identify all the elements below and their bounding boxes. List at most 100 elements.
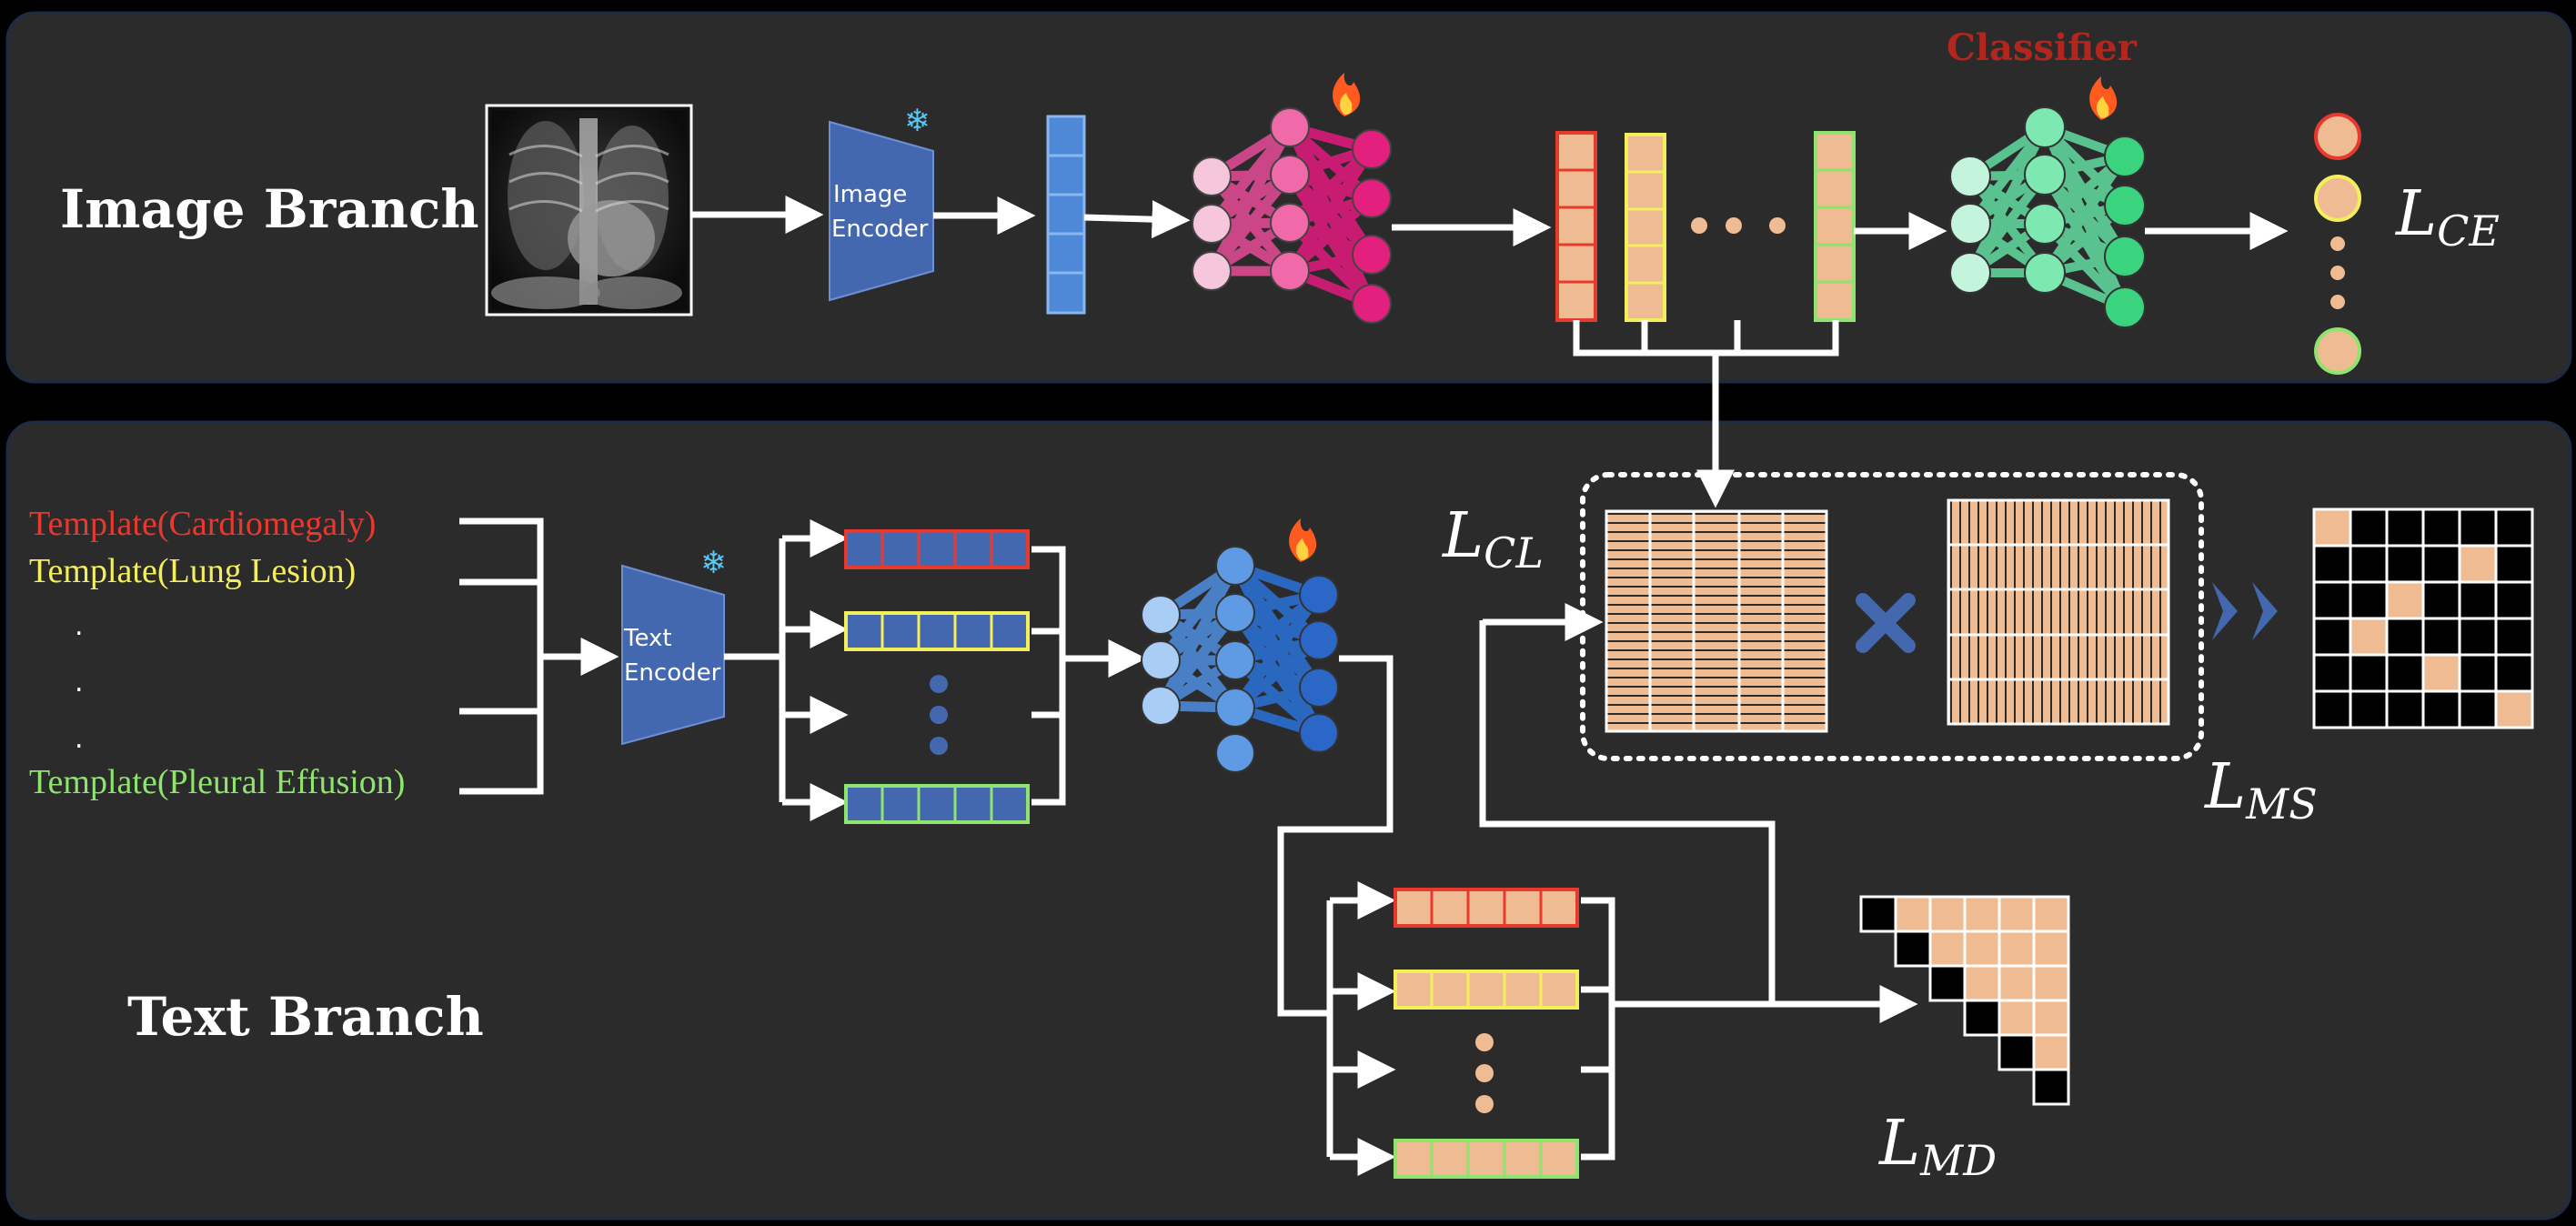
template-lung-lesion: Template(Lung Lesion) [29,552,356,590]
matrix-cell [1997,895,2036,933]
chevron-right-icon [2212,582,2278,640]
distance-matrix [1859,895,2070,1106]
snowflake-icon: ❄ [700,545,727,581]
matrix-cell [2494,580,2534,620]
fire-icon [2089,76,2118,120]
matrix-cell [1963,895,2001,933]
matrix-cell [2458,617,2498,657]
image-encoder [829,120,934,302]
matrix-cell [2032,1033,2070,1071]
image-branch-title: Image Branch [60,178,479,240]
text-branch-panel [5,420,2572,1221]
matrix-cell [1894,930,1932,968]
matrix-cell [2458,653,2498,693]
template-pleural-effusion: Template(Pleural Effusion) [29,763,405,801]
matrix-cell [1997,999,2036,1037]
matrix-cell [2421,689,2461,729]
loss-cl: LCL [1441,500,1544,578]
svg-text:.: . [75,723,84,755]
matrix-cell [1997,964,2036,1002]
matrix-cell [2312,544,2352,584]
matrix-cell [1859,895,1897,933]
matrix-cell [1963,999,2001,1037]
projected-embedding-green [1394,1139,1579,1179]
class-feature-yellow [1625,133,1666,322]
matrix-cell [2349,507,2389,548]
text-encoder-label-line1: Text [623,625,672,652]
matrix-cell [2458,580,2498,620]
matrix-cell [1928,964,1967,1002]
matrix-cell [2494,544,2534,584]
matrix-cell [2421,653,2461,693]
svg-text:.: . [75,667,84,698]
fire-icon [1289,518,1317,562]
classifier-network [1949,106,2146,328]
matrix-cell [2032,895,2070,933]
cl-dotted-region [1580,472,2204,761]
matrix-cell [2421,544,2461,584]
matrix-cell [1928,895,1967,933]
matrix-cell [2349,617,2389,657]
chest-xray-image [485,104,693,317]
matrix-cell [2385,653,2425,693]
matrix-cell [1997,930,2036,968]
image-feature-matrix [1605,509,1828,733]
matrix-cell [2312,507,2352,548]
image-encoder-label-line2: Encoder [831,216,929,243]
matrix-cell [2385,507,2425,548]
matrix-cell [2312,580,2352,620]
loss-md: LMD [1877,1108,1997,1185]
class-feature-red [1555,131,1597,322]
loss-ms: LMS [2203,751,2318,829]
snowflake-icon: ❄ [904,103,931,139]
matrix-cell [2032,1068,2070,1106]
text-projection-network [1141,546,1339,773]
matrix-cell [2421,580,2461,620]
text-encoder [621,564,725,746]
classifier-output [2314,113,2361,375]
matrix-cell [2349,580,2389,620]
projected-embedding-ellipsis [1475,1033,1494,1113]
feature-ellipsis [1691,217,1786,234]
matrix-cell [2312,689,2352,729]
matrix-cell [1963,930,2001,968]
class-feature-green [1814,131,1856,322]
text-embedding-green [844,784,1030,824]
feature-merge-bracket [1573,320,1839,357]
text-feature-matrix [1947,498,2170,726]
text-embedding-ellipsis [930,675,948,755]
matrix-cell [2385,544,2425,584]
projected-embedding-red [1394,888,1579,928]
matrix-cell [1894,895,1932,933]
image-encoder-label-line1: Image [833,181,907,208]
loss-ce: LCE [2394,178,2500,256]
matrix-cell [2458,689,2498,729]
matrix-cell [2494,617,2534,657]
matrix-cell [2385,689,2425,729]
projected-embedding-yellow [1394,970,1579,1010]
matrix-cell [2312,617,2352,657]
text-embedding-red [844,529,1030,569]
matrix-cell [2349,544,2389,584]
matrix-cell [1997,1033,2036,1071]
image-feature-vector [1046,115,1086,315]
md-to-cl-path [1479,620,1776,1004]
matrix-cell [2494,507,2534,548]
svg-text:.: . [75,610,84,642]
matrix-cell [2421,507,2461,548]
matrix-cell [2349,653,2389,693]
template-ellipsis: . . . [75,610,84,755]
classifier-title: Classifier [1947,26,2138,69]
similarity-matrix [2312,507,2534,729]
matrix-cell [2312,653,2352,693]
matrix-cell [2385,617,2425,657]
matrix-cell [2458,544,2498,584]
text-embedding-yellow [844,611,1030,651]
matrix-cell [2032,964,2070,1002]
matrix-cell [2385,580,2425,620]
matrix-cell [1963,964,2001,1002]
image-projection-network [1192,107,1392,324]
template-cardiomegaly: Template(Cardiomegaly) [29,505,376,543]
matrix-cell [2032,999,2070,1037]
